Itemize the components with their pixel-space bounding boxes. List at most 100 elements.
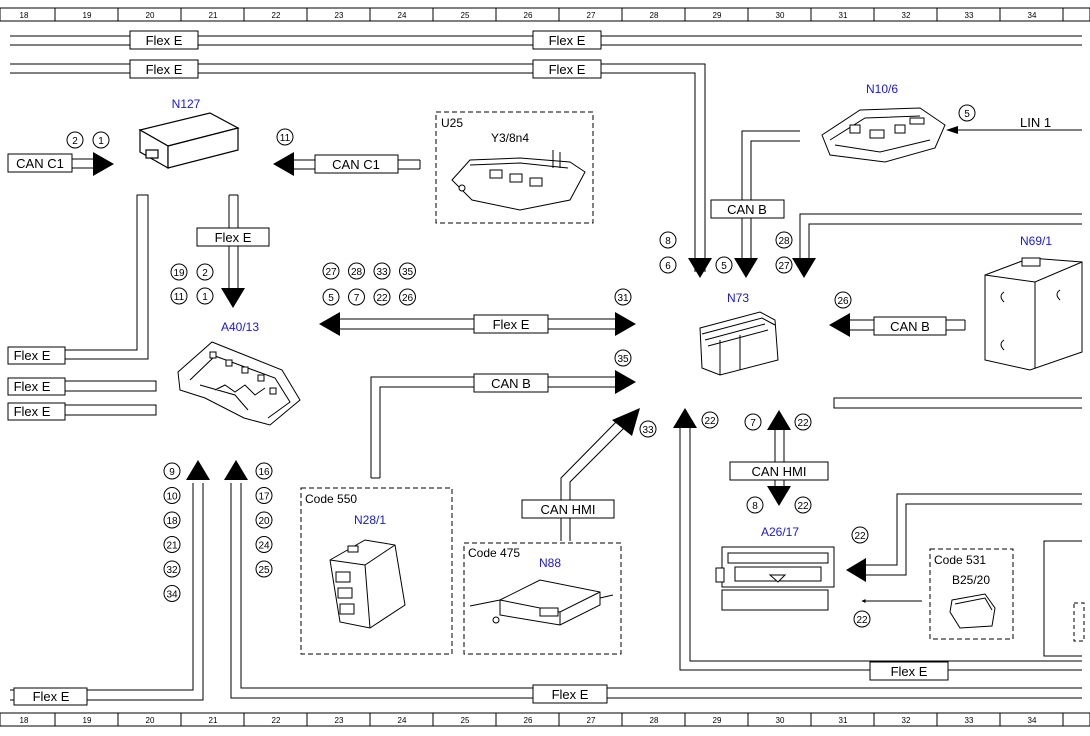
n127-flex-down: Flex E bbox=[196, 194, 270, 308]
pin-number: 22 bbox=[376, 293, 388, 304]
can-b-n10: CAN B bbox=[710, 130, 800, 278]
a40-13-component bbox=[177, 341, 301, 426]
n69-1-label: N69/1 bbox=[1020, 234, 1052, 248]
flex-e-mid-bus: Flex E 31 bbox=[319, 288, 636, 336]
can-hmi-a26: CAN HMI 7 22 8 22 bbox=[729, 410, 829, 514]
svg-text:1: 1 bbox=[202, 292, 208, 303]
svg-text:5: 5 bbox=[964, 109, 970, 120]
flex-e-text: Flex E bbox=[14, 404, 51, 419]
flex-e-text: Flex E bbox=[146, 33, 183, 48]
n88-component bbox=[469, 579, 614, 626]
a40-13-label: A40/13 bbox=[221, 320, 259, 334]
pin-number: 25 bbox=[258, 565, 270, 576]
ruler-number: 19 bbox=[83, 716, 92, 725]
ruler-number: 31 bbox=[839, 716, 848, 725]
can-c1-left: CAN C1 bbox=[7, 152, 114, 176]
can-b-text: CAN B bbox=[491, 376, 531, 391]
a26-17-label: A26/17 bbox=[761, 525, 799, 539]
flex-e-bottom-mid: Flex E bbox=[224, 460, 1082, 704]
a26-right-feed: 22 22 bbox=[846, 493, 1082, 628]
code475-box: Code 475 N88 bbox=[463, 542, 622, 655]
n127-label: N127 bbox=[172, 97, 201, 111]
code550-label: Code 550 bbox=[305, 492, 357, 506]
pin-number: 24 bbox=[258, 541, 270, 552]
svg-text:19: 19 bbox=[173, 268, 185, 279]
n69-1-component bbox=[984, 257, 1083, 371]
pin-circle bbox=[163, 585, 181, 602]
ruler-number: 20 bbox=[146, 11, 155, 20]
lin1-text: LIN 1 bbox=[1020, 115, 1051, 130]
ruler-number: 21 bbox=[209, 716, 218, 725]
ruler-number: 18 bbox=[20, 716, 29, 725]
pin-number: 28 bbox=[351, 267, 363, 278]
a40-pins-top: 19 2 11 1 bbox=[170, 263, 214, 305]
ruler-number: 27 bbox=[587, 11, 596, 20]
pin-number: 7 bbox=[354, 293, 360, 304]
n127-module bbox=[138, 112, 240, 170]
pin-circle bbox=[399, 288, 416, 306]
can-c1-text: CAN C1 bbox=[16, 156, 64, 171]
ruler-number: 22 bbox=[272, 11, 281, 20]
flex-e-text: Flex E bbox=[215, 230, 252, 245]
pin-circle bbox=[255, 462, 273, 480]
svg-text:31: 31 bbox=[617, 293, 629, 304]
svg-text:11: 11 bbox=[174, 292, 185, 303]
pin-number: 5 bbox=[328, 293, 334, 304]
can-c1-text: CAN C1 bbox=[332, 157, 380, 172]
flex-e-text: Flex E bbox=[146, 62, 183, 77]
flex-e-bottom-n73: 22 Flex E bbox=[673, 408, 1082, 681]
pin-number: 34 bbox=[166, 590, 178, 601]
flex-e-label-2: Flex E bbox=[532, 30, 602, 50]
flex-e-left-a40: Flex E Flex E Flex E bbox=[7, 194, 157, 421]
can-b-n69: CAN B 26 bbox=[829, 291, 966, 337]
ruler-number: 25 bbox=[461, 11, 470, 20]
ruler-number: 25 bbox=[461, 716, 470, 725]
ruler-number: 23 bbox=[335, 716, 344, 725]
flex-e-text: Flex E bbox=[549, 33, 586, 48]
svg-text:28: 28 bbox=[778, 236, 790, 247]
ruler-number: 34 bbox=[1028, 11, 1037, 20]
pin-circle bbox=[373, 262, 391, 280]
svg-text:8: 8 bbox=[665, 236, 671, 247]
flex-e-text: Flex E bbox=[549, 62, 586, 77]
flex-e-label-3: Flex E bbox=[129, 59, 199, 79]
pin-circle bbox=[163, 511, 181, 529]
n73-component bbox=[699, 311, 779, 376]
code531-box: Code 531 B25/20 bbox=[929, 548, 1014, 640]
ruler-number: 32 bbox=[902, 716, 911, 725]
n73-label: N73 bbox=[727, 291, 749, 305]
can-b-text: CAN B bbox=[727, 202, 767, 217]
svg-text:1: 1 bbox=[98, 136, 104, 147]
svg-text:7: 7 bbox=[750, 418, 756, 429]
ruler-number: 29 bbox=[713, 716, 722, 725]
flex-e-label-1: Flex E bbox=[129, 30, 199, 50]
arrow-down-n73-flex bbox=[688, 258, 712, 278]
ruler-number: 32 bbox=[902, 11, 911, 20]
pin-circle bbox=[322, 262, 340, 280]
can-b-text: CAN B bbox=[890, 319, 930, 334]
svg-text:11: 11 bbox=[280, 133, 291, 144]
n28-1-label: N28/1 bbox=[354, 513, 386, 527]
b25-20-component bbox=[949, 593, 996, 629]
pin-circle bbox=[163, 560, 181, 578]
ruler-number: 26 bbox=[524, 716, 533, 725]
flex-e-text: Flex E bbox=[552, 687, 589, 702]
ruler-number: 22 bbox=[272, 716, 281, 725]
ruler-number: 21 bbox=[209, 11, 218, 20]
code550-box: Code 550 N28/1 bbox=[300, 487, 453, 655]
pin-number: 33 bbox=[376, 267, 388, 278]
svg-text:2: 2 bbox=[72, 136, 78, 147]
pin-number: 10 bbox=[166, 492, 178, 503]
right-partial-bus bbox=[833, 397, 1082, 409]
flex-e-text: Flex E bbox=[14, 379, 51, 394]
pin-circle bbox=[163, 462, 181, 480]
n28-1-component bbox=[329, 539, 406, 629]
b25-20-label: B25/20 bbox=[952, 573, 990, 587]
svg-text:8: 8 bbox=[752, 501, 758, 512]
pin-circle bbox=[163, 487, 181, 504]
pin-circle bbox=[399, 262, 416, 280]
